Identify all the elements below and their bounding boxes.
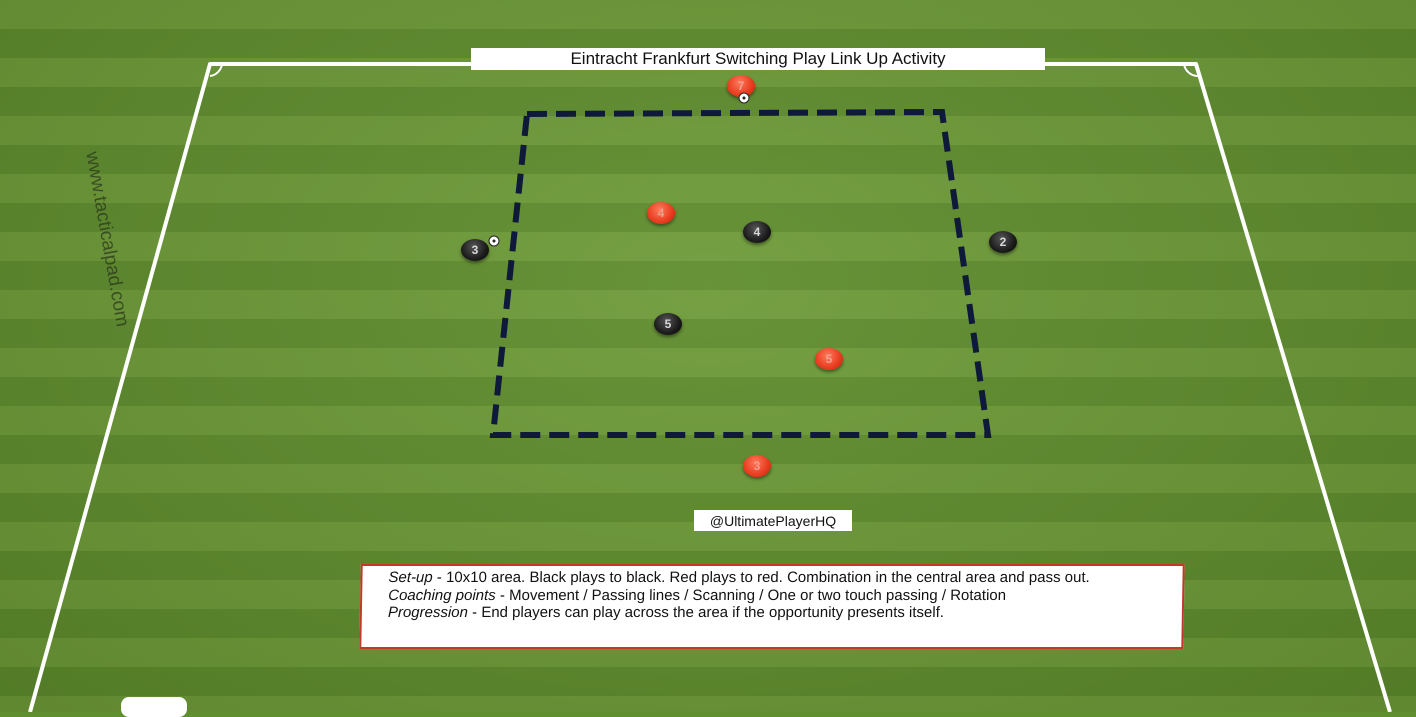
playing-area-dashed-square xyxy=(489,108,992,438)
corner-tab xyxy=(121,697,187,717)
player-red-5[interactable]: 5 xyxy=(815,348,843,370)
corner-arc-left xyxy=(209,63,223,77)
progression-text: - End players can play across the area i… xyxy=(467,604,945,621)
ball-icon xyxy=(488,235,500,247)
player-black-2[interactable]: 2 xyxy=(989,231,1017,253)
ball-icon xyxy=(738,92,750,104)
coaching-notes-box: Set-up - 10x10 area. Black plays to blac… xyxy=(359,564,1185,649)
player-black-4[interactable]: 4 xyxy=(743,221,771,243)
player-number: 5 xyxy=(825,352,833,366)
player-red-3[interactable]: 3 xyxy=(743,455,771,477)
player-number: 7 xyxy=(737,79,745,93)
player-number: 3 xyxy=(753,459,761,473)
coaching-label: Coaching points xyxy=(388,586,496,604)
author-handle: @UltimatePlayerHQ xyxy=(694,510,852,531)
player-black-3[interactable]: 3 xyxy=(461,239,489,261)
progression-label: Progression xyxy=(387,604,469,621)
coaching-line: Coaching points - Movement / Passing lin… xyxy=(388,587,1172,605)
player-number: 5 xyxy=(664,317,672,331)
coaching-text: - Movement / Passing lines / Scanning / … xyxy=(495,586,1007,604)
player-red-7[interactable]: 7 xyxy=(727,75,755,97)
setup-label: Set-up xyxy=(388,569,433,586)
player-number: 4 xyxy=(753,225,761,239)
player-number: 2 xyxy=(999,235,1007,249)
player-red-4[interactable]: 4 xyxy=(647,202,675,224)
player-number: 4 xyxy=(657,206,665,220)
setup-line: Set-up - 10x10 area. Black plays to blac… xyxy=(388,569,1172,587)
corner-arc-right xyxy=(1183,63,1199,78)
progression-line: Progression - End players can play acros… xyxy=(388,604,1172,622)
setup-text: - 10x10 area. Black plays to black. Red … xyxy=(432,569,1090,586)
diagram-title: Eintracht Frankfurt Switching Play Link … xyxy=(471,48,1045,70)
player-black-5[interactable]: 5 xyxy=(654,313,682,335)
player-number: 3 xyxy=(471,243,479,257)
